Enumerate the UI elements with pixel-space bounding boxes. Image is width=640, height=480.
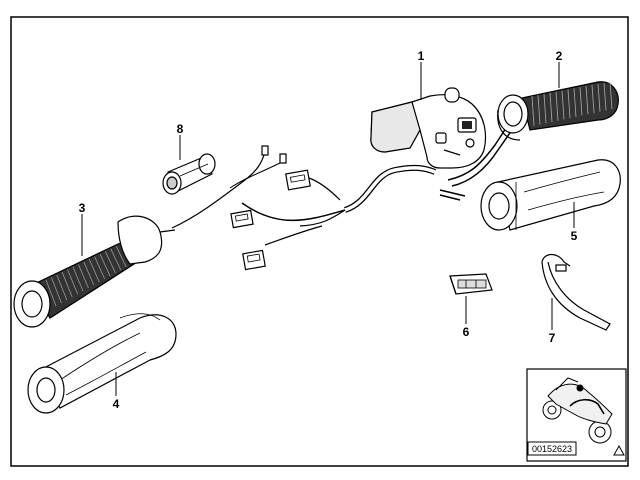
grip-rib [579, 87, 583, 116]
grip-rib [83, 261, 95, 286]
callout-8: 8 [177, 122, 184, 136]
callout-3: 3 [79, 201, 86, 215]
leader-lines [81, 62, 575, 396]
callout-4: 4 [113, 397, 120, 411]
grip-rib [567, 89, 571, 119]
diagram-border [10, 16, 629, 467]
part-5-grip [480, 159, 621, 231]
callout-6: 6 [463, 325, 470, 339]
part-1-switch-housing [230, 87, 513, 271]
grip-rib [537, 94, 541, 125]
grip-rib [45, 279, 57, 307]
grip-rib [609, 81, 613, 110]
grip-rib [603, 82, 607, 111]
part-6-connector [449, 273, 493, 295]
grip-rib [591, 84, 595, 114]
reference-number: 00152623 [532, 444, 572, 454]
grip-rib [72, 266, 84, 292]
part-2-heated-grip [497, 81, 619, 141]
callouts: 1 2 3 4 5 6 7 8 [79, 49, 578, 411]
callout-1: 1 [418, 49, 425, 63]
grip-rib [105, 251, 116, 274]
grip-rib [88, 259, 100, 283]
reference-number-box [527, 441, 577, 456]
grip-rib [61, 272, 73, 298]
callout-7: 7 [549, 331, 556, 345]
grip-rib [51, 277, 62, 304]
grip-rib [555, 91, 559, 121]
grip-rib [561, 90, 565, 120]
warning-triangle-icon [613, 444, 625, 456]
grip-rib [549, 92, 553, 123]
part-7-cable-strap [541, 253, 611, 331]
grip-rib [573, 88, 577, 117]
grip-rib [543, 93, 547, 124]
part-3-heated-grip [13, 145, 287, 328]
callout-2: 2 [556, 49, 563, 63]
part-4-grip [27, 313, 177, 414]
grip-rib [597, 83, 601, 112]
inset-box: 00152623 [526, 368, 627, 462]
grip-rib [110, 248, 122, 271]
grip-rib [99, 253, 111, 277]
motorcycle-thumbnail [542, 377, 613, 444]
grip-rib [115, 246, 127, 268]
grip-rib [56, 274, 68, 301]
grip-rib [94, 256, 105, 280]
grip-rib [78, 264, 89, 289]
grip-rib [585, 86, 589, 115]
callout-5: 5 [571, 229, 578, 243]
grip-rib [67, 269, 78, 295]
grip-rib [531, 95, 535, 127]
part-8-sleeve [162, 153, 216, 195]
